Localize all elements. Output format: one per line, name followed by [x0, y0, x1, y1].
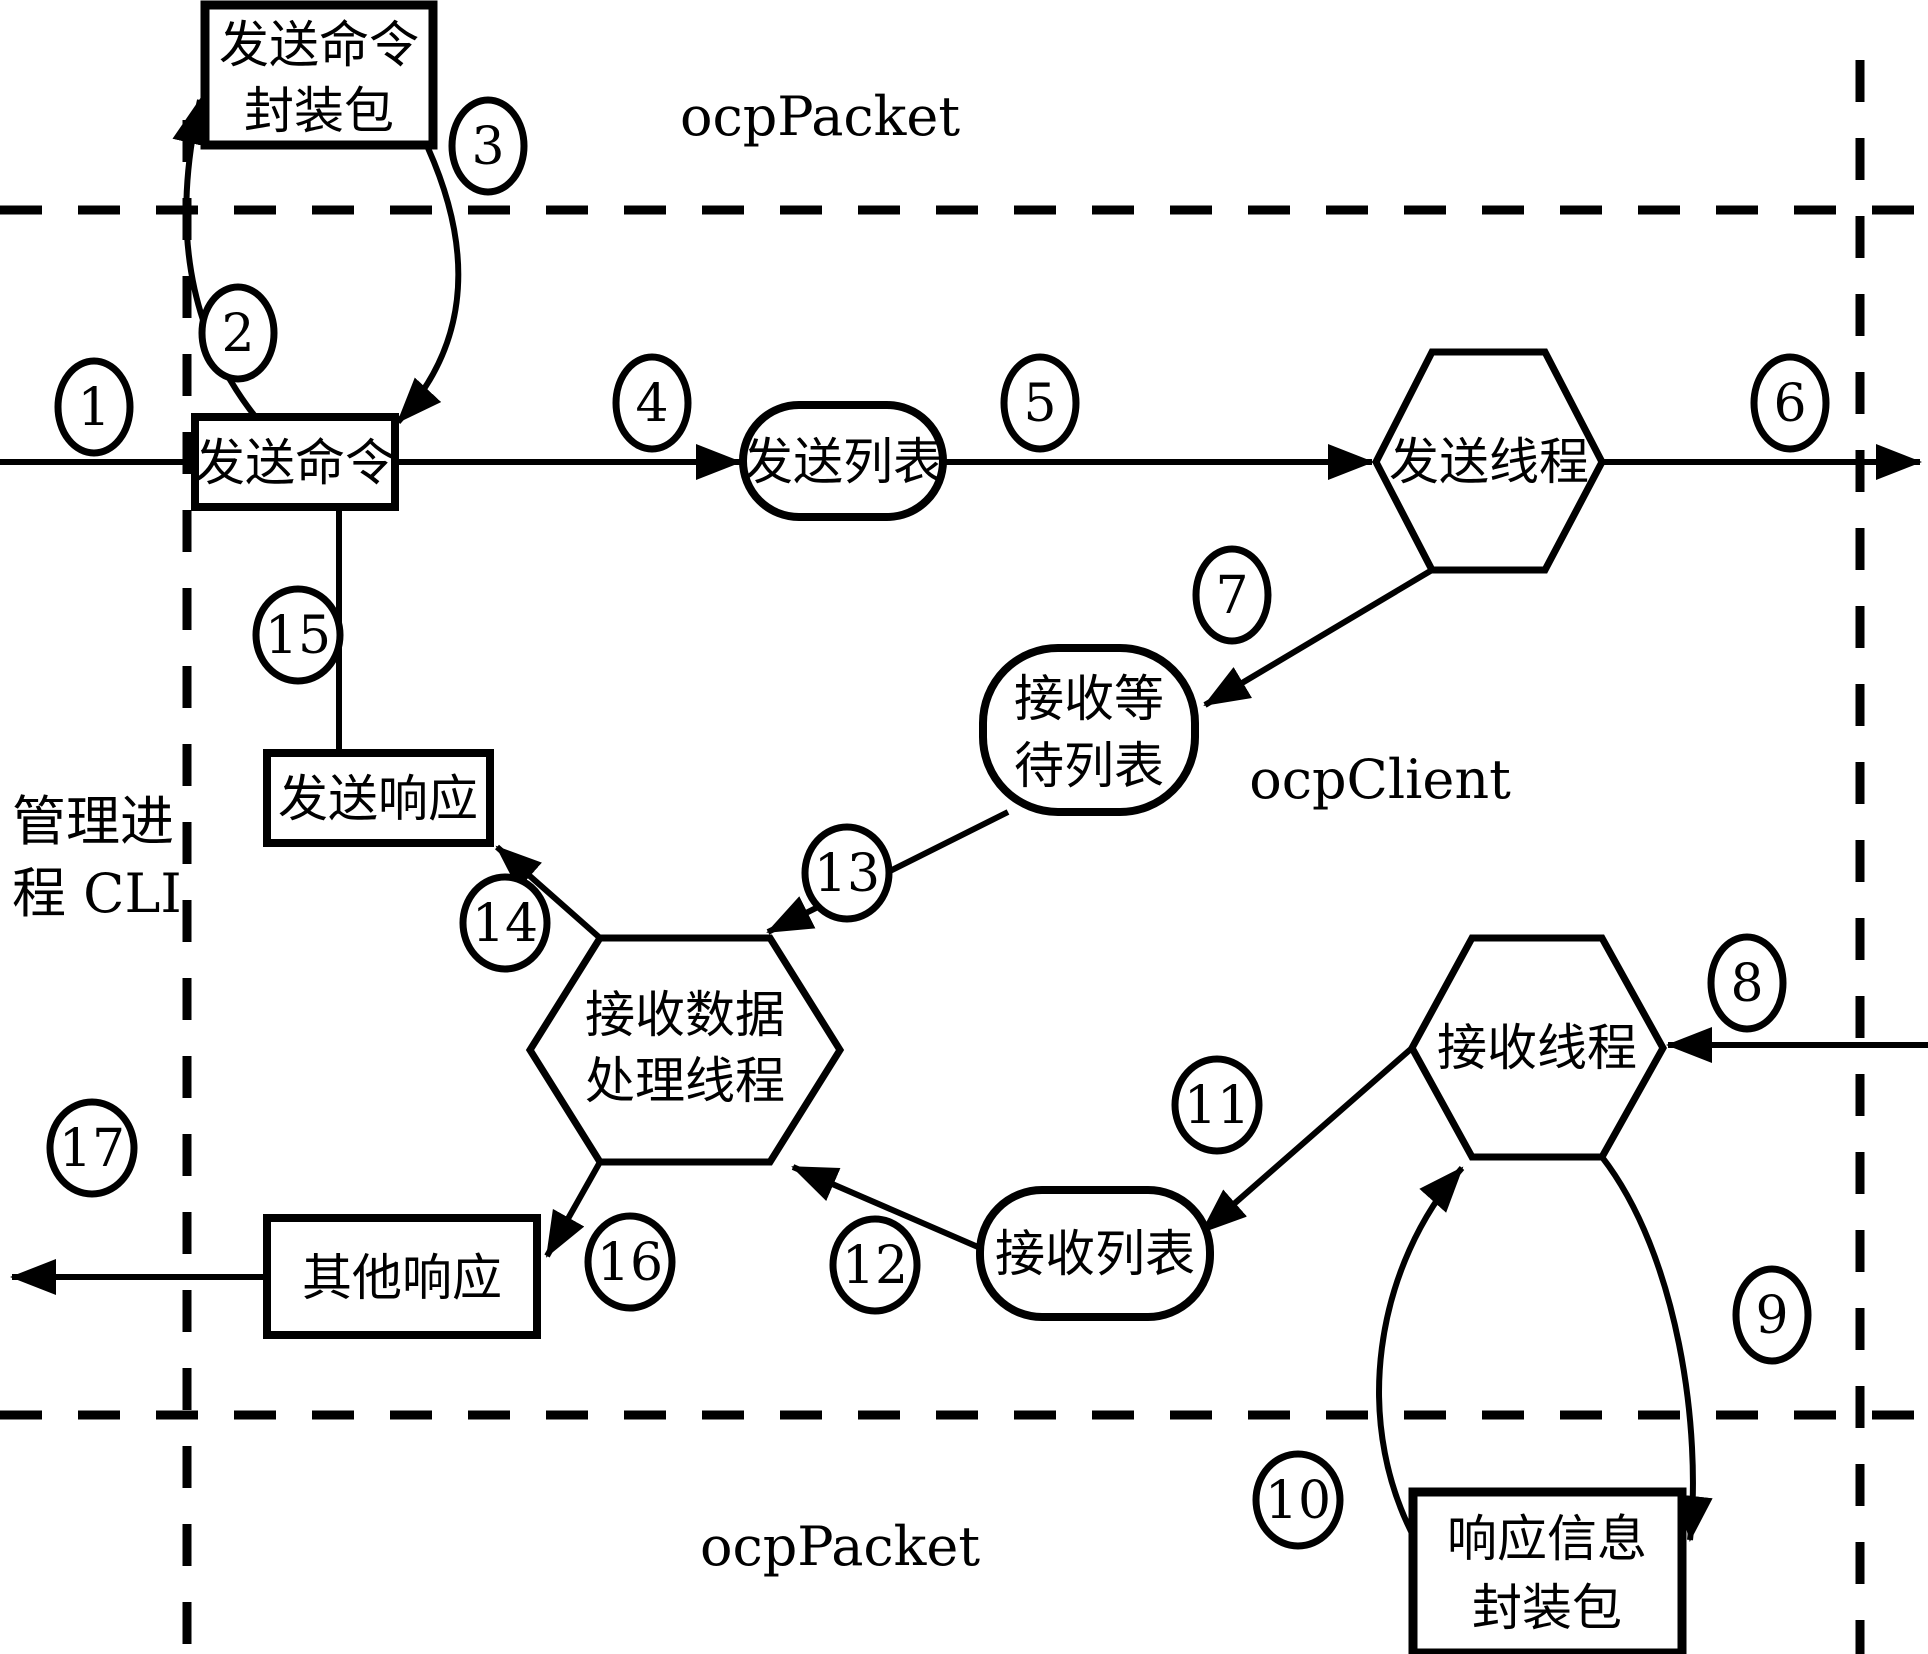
step-number-13: 13: [814, 844, 880, 904]
node-response-info-packet-box: [1408, 1487, 1687, 1654]
step-circle-1: 1: [54, 357, 134, 457]
node-recv-thread-hexagon: [1408, 934, 1668, 1161]
node-send-cmd-packet-label-line1: 发送命令: [219, 16, 419, 74]
arrow-16-recv-data-thread-to-other-response: [544, 1160, 603, 1258]
node-recv-thread-label: 接收线程: [1437, 1019, 1637, 1077]
arrow-12-recv-list-to-recv-data-thread: [791, 1164, 980, 1250]
step-circle-2: 2: [198, 283, 278, 383]
step-number-17: 17: [59, 1119, 125, 1179]
node-recv-data-thread-hexagon: [525, 934, 845, 1166]
step-circle-9: 9: [1732, 1265, 1812, 1365]
step-circle-10: 10: [1252, 1450, 1344, 1550]
step-number-10: 10: [1265, 1471, 1331, 1531]
step-circle-13: 13: [801, 823, 893, 923]
step-number-15: 15: [265, 606, 331, 666]
arrow-7-send-thread-to-recv-wait-list: [1203, 567, 1434, 708]
node-send-thread-label: 发送线程: [1389, 433, 1589, 491]
step-number-11: 11: [1184, 1076, 1250, 1136]
arrow-10-response-packet-to-recv-thread: [1376, 1166, 1465, 1557]
node-send-cmd-packet-box: [200, 0, 438, 150]
zone-label-cli-line1: 管理进: [12, 790, 174, 853]
step-circle-8: 8: [1707, 933, 1787, 1033]
node-send-response-box: [263, 749, 494, 847]
node-other-response-box: [263, 1214, 541, 1339]
step-number-1: 1: [77, 378, 110, 438]
node-send-cmd-packet-label-line2: 封装包: [244, 82, 394, 140]
step-circle-5: 5: [1000, 353, 1080, 453]
step-number-3: 3: [471, 117, 504, 177]
node-recv-wait-list-label-line1: 接收等: [1014, 670, 1164, 728]
node-send-response-label: 发送响应: [278, 770, 478, 828]
step-circle-12: 12: [829, 1215, 921, 1315]
step-circle-14: 14: [459, 873, 551, 973]
step-number-9: 9: [1755, 1286, 1788, 1346]
step-circle-16: 16: [584, 1212, 676, 1312]
step-circle-11: 11: [1171, 1055, 1263, 1155]
zone-label-ocp-packet-bottom: ocpPacket: [700, 1515, 980, 1578]
node-send-list-label: 发送列表: [743, 433, 943, 491]
step-number-6: 6: [1773, 374, 1806, 434]
step-number-5: 5: [1023, 374, 1056, 434]
arrow-14-recv-data-thread-to-send-response: [495, 844, 602, 941]
zone-label-ocp-client: ocpClient: [1249, 748, 1511, 811]
arrow-11-recv-thread-to-recv-list: [1200, 1045, 1414, 1235]
step-circle-17: 17: [46, 1098, 138, 1198]
node-recv-list-stadium: [976, 1186, 1214, 1321]
node-recv-wait-list-label-line2: 待列表: [1014, 737, 1164, 795]
zone-label-cli-line2: 程 CLI: [12, 862, 182, 925]
step-number-2: 2: [221, 304, 254, 364]
step-number-7: 7: [1215, 566, 1248, 626]
node-send-thread-hexagon: [1372, 348, 1606, 574]
step-circle-7: 7: [1192, 545, 1272, 645]
node-send-cmd-box: [191, 413, 399, 511]
step-number-14: 14: [472, 894, 538, 954]
step-circle-15: 15: [252, 585, 344, 685]
node-send-cmd-label: 发送命令: [195, 434, 395, 492]
step-number-12: 12: [842, 1236, 908, 1296]
step-number-4: 4: [635, 374, 668, 434]
arrow-9-recv-thread-to-response-packet: [1599, 1155, 1713, 1542]
arrow-2-to-send-cmd-packet: [172, 98, 261, 422]
node-recv-wait-list-stadium: [979, 644, 1199, 816]
node-send-list-stadium: [739, 401, 947, 521]
step-number-8: 8: [1730, 954, 1763, 1014]
arrow-3-from-send-cmd-packet: [395, 146, 462, 425]
node-response-info-packet-label-line2: 封装包: [1472, 1579, 1622, 1637]
node-recv-data-thread-label-line2: 处理线程: [585, 1052, 785, 1110]
step-circle-6: 6: [1750, 353, 1830, 453]
node-other-response-label: 其他响应: [302, 1249, 502, 1307]
node-recv-list-label: 接收列表: [995, 1225, 1195, 1283]
step-circle-4: 4: [612, 353, 692, 453]
step-number-16: 16: [597, 1233, 663, 1293]
step-circle-3: 3: [448, 96, 528, 196]
zone-label-ocp-packet-top: ocpPacket: [680, 85, 960, 148]
node-response-info-packet-label-line1: 响应信息: [1447, 1510, 1647, 1568]
node-recv-data-thread-label-line1: 接收数据: [585, 986, 785, 1044]
